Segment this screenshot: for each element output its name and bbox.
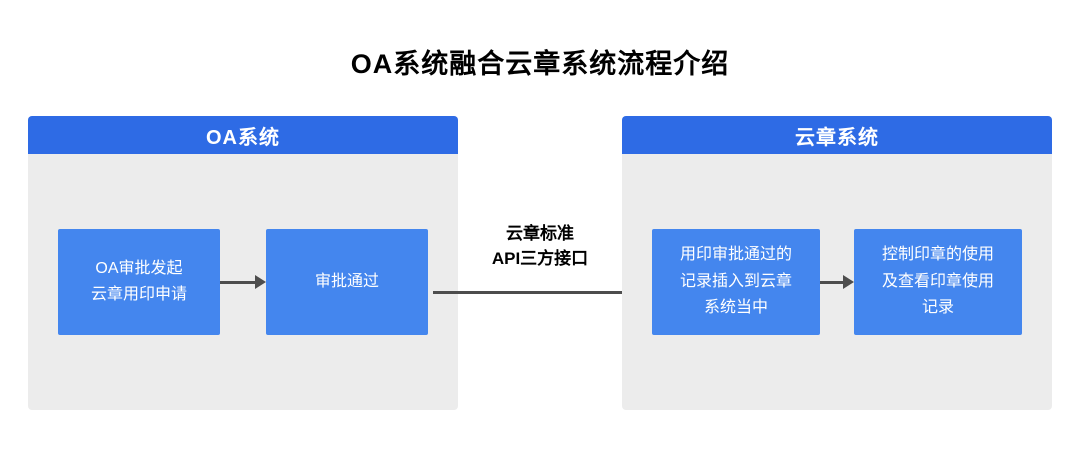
arrow-head-icon [843, 275, 854, 289]
panel-oa-header: OA系统 [28, 116, 458, 154]
arrow-api [433, 285, 647, 300]
arrow-shaft [820, 280, 843, 284]
arrow-yunzhang-internal [820, 275, 854, 289]
panel-yunzhang-body: 用印审批通过的 记录插入到云章 系统当中 控制印章的使用 及查看印章使用 记录 [622, 154, 1052, 410]
panel-oa-system: OA系统 OA审批发起 云章用印申请 审批通过 [28, 116, 458, 410]
panel-yunzhang-header: 云章系统 [622, 116, 1052, 154]
flow-box-approval-passed: 审批通过 [266, 229, 428, 335]
panel-oa-body: OA审批发起 云章用印申请 审批通过 [28, 154, 458, 410]
arrow-head-icon [255, 275, 266, 289]
flow-box-seal-control: 控制印章的使用 及查看印章使用 记录 [854, 229, 1022, 335]
flow-box-record-insert: 用印审批通过的 记录插入到云章 系统当中 [652, 229, 820, 335]
connector-api-label: 云章标准 API三方接口 [491, 224, 589, 268]
arrow-shaft [433, 290, 636, 294]
panel-yunzhang-system: 云章系统 用印审批通过的 记录插入到云章 系统当中 控制印章的使用 及查看印章使… [622, 116, 1052, 410]
arrow-oa-internal [220, 275, 266, 289]
flow-box-oa-approval-request: OA审批发起 云章用印申请 [58, 229, 220, 335]
diagram-title: OA系统融合云章系统流程介绍 [350, 49, 730, 79]
connector-api: 云章标准 API三方接口 [433, 222, 647, 300]
arrow-shaft [220, 280, 255, 284]
